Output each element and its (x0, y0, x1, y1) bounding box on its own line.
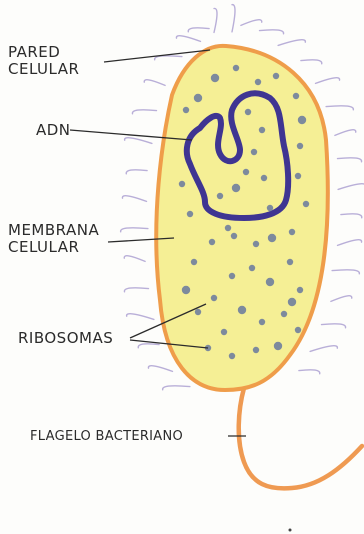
ribosome-dot (245, 109, 251, 115)
pilus-hair (163, 386, 190, 390)
ribosome-dot (187, 211, 193, 217)
pilus-hair (126, 170, 147, 174)
ribosome-dot (221, 329, 227, 335)
pilus-hair (338, 240, 362, 246)
label-pared-line2: CELULAR (8, 61, 79, 78)
ribosome-dot (303, 201, 309, 207)
ribosome-dot (295, 173, 301, 179)
ribosome-dot (253, 241, 259, 247)
pilus-hair (338, 158, 362, 162)
ribosome-dot (211, 295, 217, 301)
ribosome-dot (194, 94, 202, 102)
ribosome-dot (259, 127, 265, 133)
pilus-hair (132, 110, 156, 114)
pilus-hair (121, 228, 148, 232)
label-membrana-line2: CELULAR (8, 239, 99, 256)
flagellum (239, 388, 362, 488)
pilus-hair (138, 344, 159, 348)
ribosome-dot (297, 143, 303, 149)
ribosome-dot (225, 225, 231, 231)
ribosome-dot (289, 229, 295, 235)
ribosome-dot (211, 74, 219, 82)
ribosome-dot (287, 259, 293, 265)
ribosome-dot (261, 175, 267, 181)
pilus-hair (127, 314, 154, 320)
ribosome-dot (232, 184, 240, 192)
pilus-hair (278, 40, 305, 46)
pilus-hair (125, 138, 152, 144)
ribosome-dot (209, 239, 215, 245)
ribosome-dot (249, 265, 255, 271)
ribosome-dot (297, 287, 303, 293)
ribosome-dot (253, 347, 259, 353)
ribosome-dot (195, 309, 201, 315)
label-ribosomas: RIBOSOMAS (18, 330, 113, 347)
ribosome-dot (229, 273, 235, 279)
ribosome-dot (259, 319, 265, 325)
pilus-hair (122, 196, 146, 202)
pilus-hair (232, 5, 235, 32)
pilus-hair (241, 20, 262, 26)
pilus-hair (144, 80, 165, 86)
ribosome-dot (255, 79, 261, 85)
ribosome-dot (295, 327, 301, 333)
pilus-hair (188, 28, 209, 32)
pilus-hair (124, 256, 145, 262)
label-pared-line1: PARED (8, 44, 79, 61)
pilus-hair (260, 30, 284, 34)
ribosome-dot (281, 311, 287, 317)
label-membrana-celular: MEMBRANA CELULAR (8, 222, 99, 256)
ribosome-dot (251, 149, 257, 155)
ribosome-dot (238, 306, 246, 314)
ribosome-dot (273, 73, 279, 79)
ribosome-dot (191, 259, 197, 265)
label-flagelo-bacteriano: FLAGELO BACTERIANO (30, 428, 183, 445)
pilus-hair (332, 270, 359, 274)
pilus-hair (341, 214, 362, 218)
ribosome-dot (266, 278, 274, 286)
pilus-hair (322, 324, 346, 328)
ribosome-dot (229, 353, 235, 359)
pilus-hair (326, 106, 353, 110)
pilus-hair (176, 36, 200, 42)
pilus-hair (310, 346, 337, 352)
ribosome-dot (274, 342, 282, 350)
label-membrana-line1: MEMBRANA (8, 222, 99, 239)
ribosome-dot (267, 205, 273, 211)
pilus-hair (124, 288, 148, 292)
speck (289, 529, 292, 532)
ribosome-dot (268, 234, 276, 242)
ribosome-dot (183, 107, 189, 113)
pilus-hair (301, 60, 322, 64)
pilus-hair (331, 296, 352, 302)
pilus-hair (338, 184, 364, 190)
pilus-hair (148, 366, 172, 372)
ribosome-dot (288, 298, 296, 306)
pilus-hair (335, 130, 356, 136)
ribosome-dot (298, 116, 306, 124)
pilus-hair (316, 78, 340, 84)
ribosome-dot (293, 93, 299, 99)
pilus-hair (299, 370, 320, 374)
ribosome-dot (231, 233, 237, 239)
pilus-hair (214, 8, 217, 32)
ribosome-dot (217, 193, 223, 199)
ribosome-dot (243, 169, 249, 175)
ribosome-dot (182, 286, 190, 294)
label-pared-celular: PARED CELULAR (8, 44, 79, 78)
ribosome-dot (233, 65, 239, 71)
label-adn: ADN (36, 122, 71, 139)
ribosome-dot (179, 181, 185, 187)
